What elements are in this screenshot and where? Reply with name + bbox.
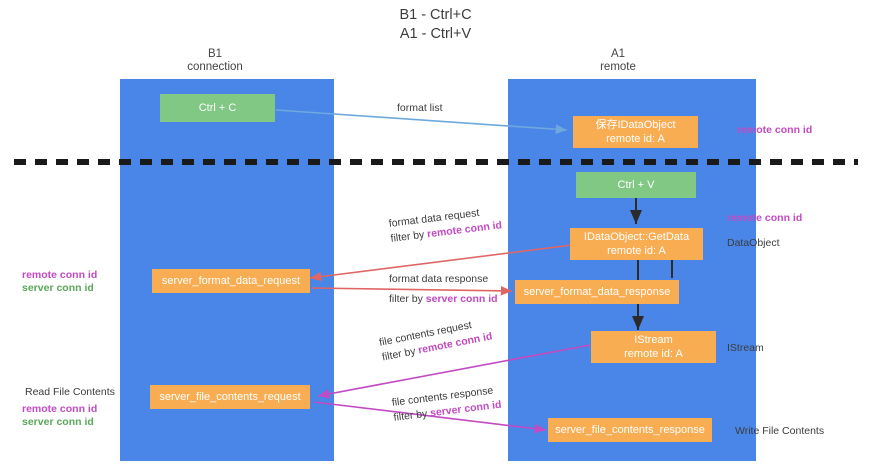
node-server-file-contents-request-label: server_file_contents_request <box>159 391 301 403</box>
node-save-idataobject-line2: remote id: A <box>606 133 665 145</box>
node-ctrl-c[interactable]: Ctrl + C <box>160 94 275 122</box>
annotation-write-file-contents: Write File Contents <box>735 425 825 437</box>
annotation-dataobject: DataObject <box>727 237 780 249</box>
node-istream[interactable]: IStream remote id: A <box>591 331 716 363</box>
node-server-format-data-response-label: server_format_data_response <box>523 286 671 298</box>
node-server-format-data-request[interactable]: server_format_data_request <box>152 269 310 293</box>
title-line-1: B1 - Ctrl+C <box>399 7 472 23</box>
edge-label-file-contents-response: file contents response filter by server … <box>391 383 502 426</box>
node-server-format-data-response[interactable]: server_format_data_response <box>515 280 679 304</box>
node-istream-line1: IStream <box>634 334 673 346</box>
edge-label-format-data-response: format data response filter by server co… <box>389 272 498 307</box>
node-ctrl-v[interactable]: Ctrl + V <box>576 172 696 198</box>
edge-label-format-list: format list <box>397 102 443 114</box>
node-server-file-contents-response[interactable]: server_file_contents_response <box>548 418 712 442</box>
node-server-file-contents-request[interactable]: server_file_contents_request <box>150 385 310 409</box>
annotation-remote-conn-id-top: remote conn id <box>737 124 813 136</box>
lane-b1-name: B1 <box>207 48 223 60</box>
annotation-left-server-conn-id-2: server conn id <box>22 416 94 428</box>
annotation-left-server-conn-id: server conn id <box>22 282 94 294</box>
page-title: B1 - Ctrl+C A1 - Ctrl+V <box>0 6 871 44</box>
annotation-left-remote-conn-id: remote conn id <box>22 269 98 281</box>
node-istream-line2: remote id: A <box>624 348 683 360</box>
node-ctrl-c-label: Ctrl + C <box>198 102 237 114</box>
node-server-file-contents-response-label: server_file_contents_response <box>555 424 705 436</box>
annotation-remote-conn-id-mid: remote conn id <box>727 212 803 224</box>
edge-format-data-response-line1: format data response <box>389 273 489 285</box>
node-save-idataobject[interactable]: 保存IDataObject remote id: A <box>573 116 698 148</box>
node-save-idataobject-line1: 保存IDataObject <box>595 119 676 131</box>
annotation-read-file-contents: Read File Contents <box>25 386 115 398</box>
annotation-left-remote-conn-id-2: remote conn id <box>22 403 98 415</box>
node-idataobject-getdata[interactable]: IDataObject::GetData remote id: A <box>570 228 703 260</box>
lane-header-b1: B1 connection <box>155 48 275 74</box>
edge-label-file-contents-request: file contents request filter by remote c… <box>378 315 494 366</box>
node-ctrl-v-label: Ctrl + V <box>617 179 655 191</box>
edge-format-data-response-filter: filter by server conn id <box>389 293 498 305</box>
lane-b1-role: connection <box>187 61 243 73</box>
lane-a1-role: remote <box>600 61 636 73</box>
edge-label-format-data-request: format data request filter by remote con… <box>388 203 503 246</box>
node-getdata-line2: remote id: A <box>607 245 666 257</box>
lane-a1-name: A1 <box>610 48 626 60</box>
node-getdata-line1: IDataObject::GetData <box>583 231 690 243</box>
annotation-istream: IStream <box>727 342 764 354</box>
lane-header-a1: A1 remote <box>558 48 678 74</box>
node-server-format-data-request-label: server_format_data_request <box>161 275 301 287</box>
title-line-2: A1 - Ctrl+V <box>399 26 472 42</box>
